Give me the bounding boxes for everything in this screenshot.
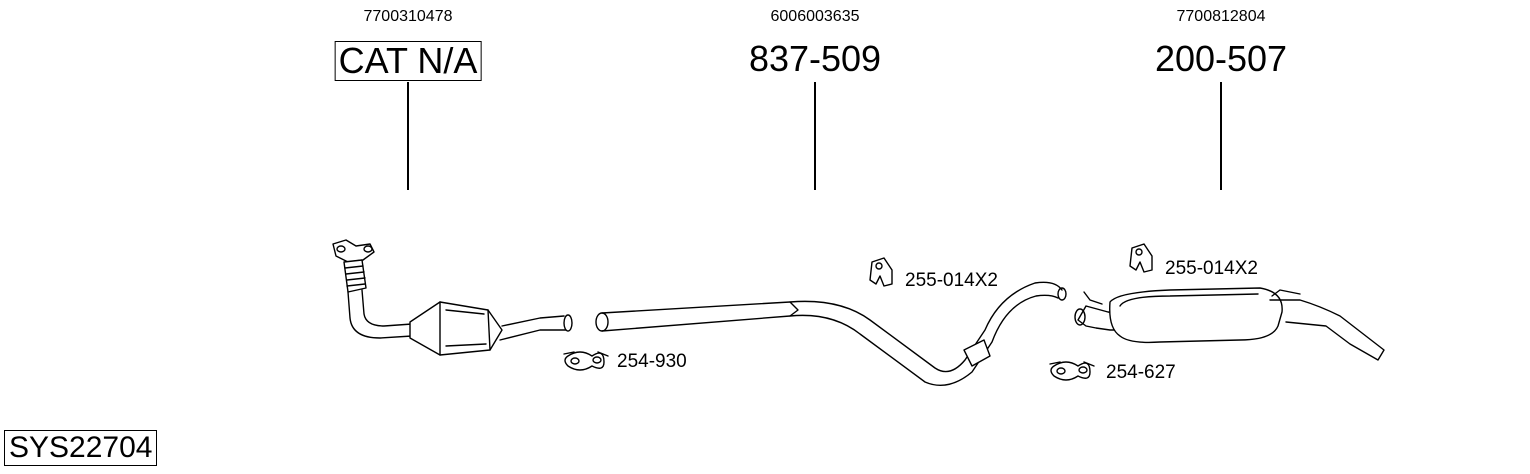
leader-line-rear-silencer — [1220, 82, 1222, 190]
system-id-label: SYS22704 — [4, 430, 158, 466]
part-number-middle-pipe[interactable]: 837-509 — [748, 38, 882, 79]
hanger-mid-icon — [869, 257, 893, 287]
leader-line-middle-pipe — [814, 82, 816, 190]
part-number-rear-silencer[interactable]: 200-507 — [1154, 38, 1288, 79]
accessory-label-hanger-mid[interactable]: 255-014X2 — [905, 270, 998, 291]
catalytic-converter-drawing — [332, 239, 573, 356]
oem-number-rear-silencer: 7700812804 — [1176, 8, 1266, 25]
part-number-catalyst[interactable]: CAT N/A — [334, 41, 482, 81]
accessory-label-hanger-rear[interactable]: 255-014X2 — [1165, 258, 1258, 279]
clamp-rear-icon — [1049, 361, 1095, 381]
rear-silencer-drawing — [1074, 287, 1385, 361]
leader-line-catalyst — [407, 82, 409, 190]
accessory-label-clamp-rear[interactable]: 254-627 — [1106, 362, 1176, 383]
oem-number-catalyst: 7700310478 — [363, 8, 453, 25]
hanger-rear-icon — [1129, 243, 1153, 273]
middle-pipe-drawing — [595, 281, 1067, 386]
clamp-front-icon — [563, 351, 609, 371]
accessory-label-clamp-front[interactable]: 254-930 — [617, 351, 687, 372]
oem-number-middle-pipe: 6006003635 — [770, 8, 860, 25]
